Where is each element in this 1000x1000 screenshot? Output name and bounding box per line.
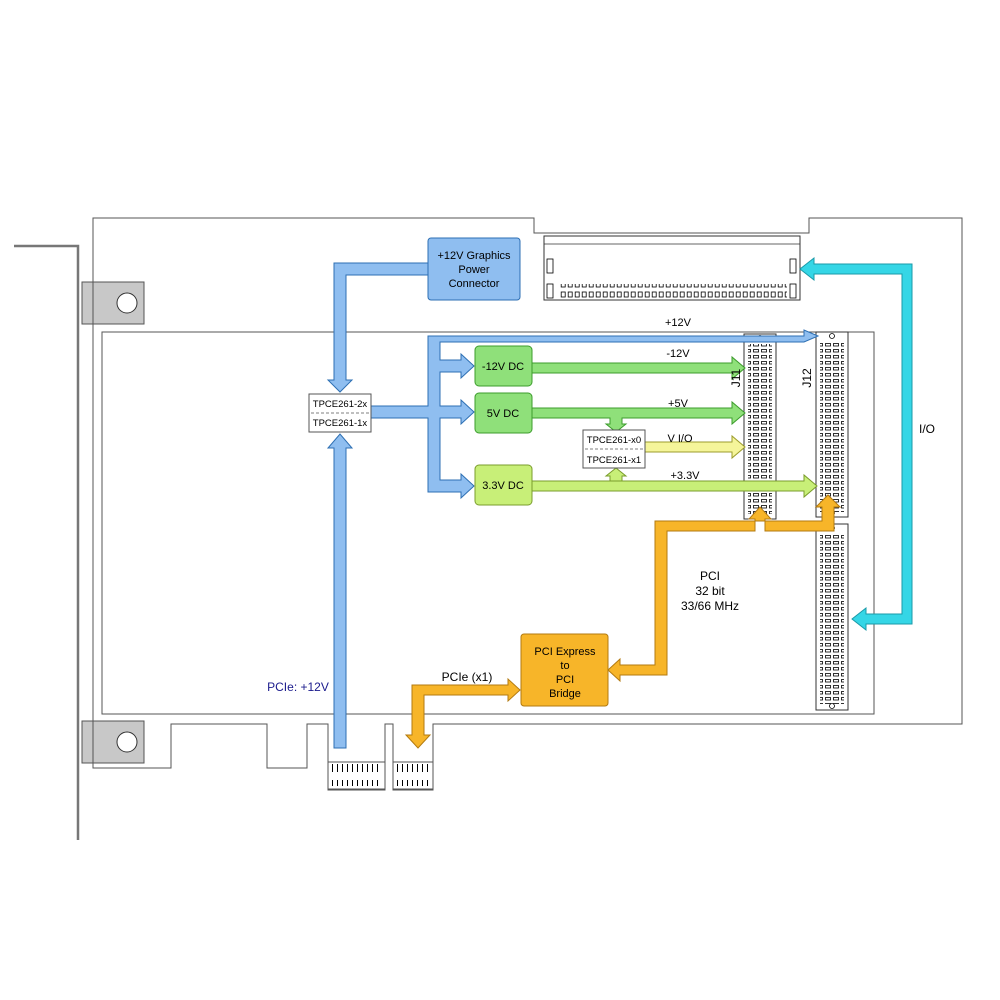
rail-label-p33v: +3.3V xyxy=(670,470,700,482)
rail-label-p5v: +5V xyxy=(668,398,689,410)
io-label: I/O xyxy=(919,422,935,436)
pci-label-line2: 32 bit xyxy=(695,584,725,598)
svg-text:3.3V DC: 3.3V DC xyxy=(482,480,524,492)
pcie-pci-bridge: PCI Express to PCI Bridge xyxy=(520,633,609,707)
j12-label: J12 xyxy=(800,368,814,388)
p5v-rail xyxy=(531,400,746,433)
power-connector-line2: Power xyxy=(458,264,490,276)
svg-text:5V DC: 5V DC xyxy=(487,408,519,420)
pci-bus xyxy=(404,494,842,749)
board-outline xyxy=(92,217,963,790)
regulator-neg12v: -12V DC xyxy=(474,345,533,387)
selector-left-top: TPCE261-2x xyxy=(313,399,368,410)
rail-label-n12v: -12V xyxy=(666,348,690,360)
j11-label: J11 xyxy=(729,368,743,387)
vio-rail xyxy=(642,434,746,460)
rail-label-vio: V I/O xyxy=(667,433,693,445)
regulator-5v: 5V DC xyxy=(474,392,533,434)
pcie-edge-fingers xyxy=(327,761,434,791)
power-connector-line3: Connector xyxy=(449,278,500,290)
neg12v-rail xyxy=(531,355,746,381)
p33v-rail xyxy=(531,467,818,499)
power-connector-line1: +12V Graphics xyxy=(437,250,511,262)
svg-text:PCI: PCI xyxy=(556,674,574,686)
graphics-power-connector: +12V Graphics Power Connector xyxy=(427,237,521,301)
svg-text:-12V DC: -12V DC xyxy=(482,361,524,373)
selector-left-bottom: TPCE261-1x xyxy=(313,418,368,429)
rail-label-p12v: +12V xyxy=(665,317,692,329)
io-arrow xyxy=(799,256,913,632)
io-connector-lower xyxy=(815,523,849,711)
selector-mid-bottom: TPCE261-x1 xyxy=(587,455,641,466)
pcie-12v-label: PCIe: +12V xyxy=(267,680,329,694)
svg-text:Bridge: Bridge xyxy=(549,688,581,700)
j12-connector xyxy=(815,331,849,518)
selector-left: TPCE261-2x TPCE261-1x xyxy=(308,393,372,433)
selector-mid-top: TPCE261-x0 xyxy=(587,435,641,446)
selector-mid: TPCE261-x0 TPCE261-x1 xyxy=(582,429,646,469)
io-connector-top xyxy=(543,235,801,301)
svg-text:PCI Express: PCI Express xyxy=(534,646,596,658)
pcie-x1-label: PCIe (x1) xyxy=(442,670,493,684)
pci-label-line3: 33/66 MHz xyxy=(681,599,739,613)
bracket xyxy=(14,244,145,840)
pci-label-line1: PCI xyxy=(700,569,720,583)
regulator-3v3: 3.3V DC xyxy=(474,464,533,506)
svg-text:to: to xyxy=(560,660,569,672)
power-12v-path xyxy=(326,262,820,749)
